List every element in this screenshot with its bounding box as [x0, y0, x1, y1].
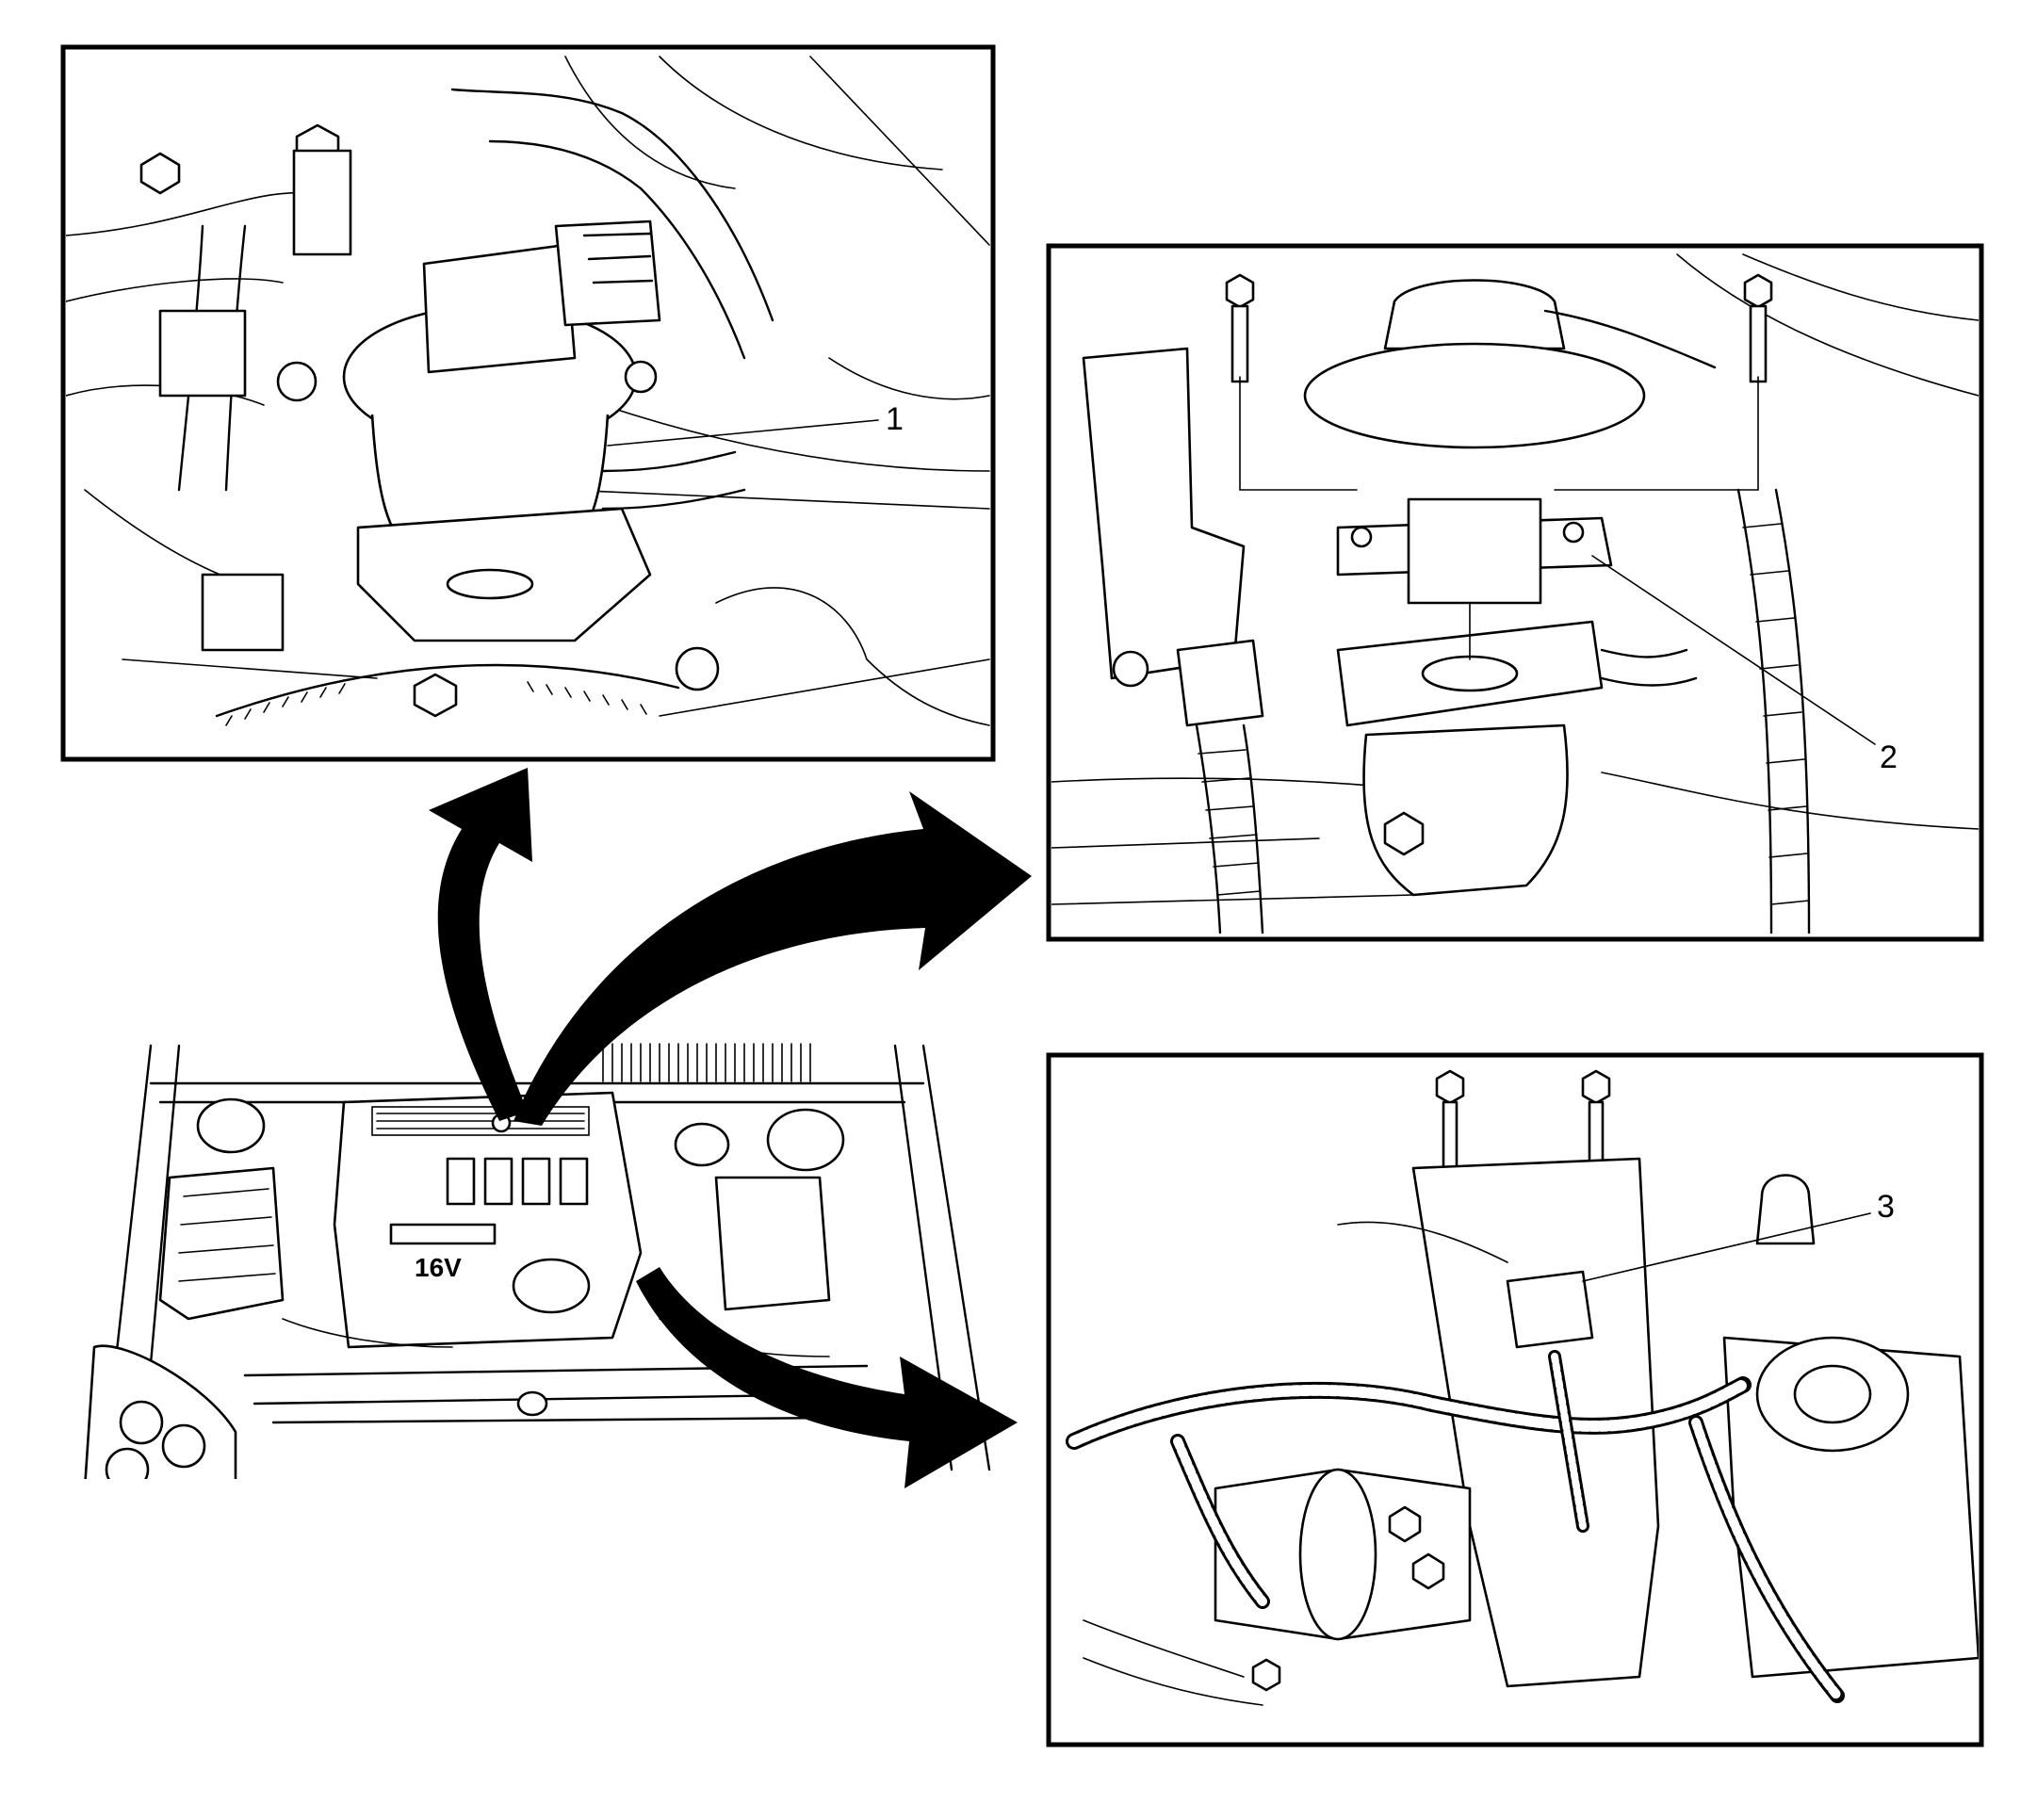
panel-starter-harness: 3 — [1046, 1052, 1984, 1747]
callout-1: 1 — [886, 401, 904, 437]
nut-icon — [1251, 1658, 1281, 1692]
bolt-icon — [1225, 273, 1773, 383]
connector — [1176, 639, 1264, 727]
callout-3: 3 — [1877, 1189, 1895, 1225]
connector — [201, 573, 285, 652]
starter-motor — [1214, 1468, 1472, 1641]
bolt-icon — [1383, 811, 1425, 856]
air-cleaner — [158, 1166, 285, 1321]
arrow-to-panel-1 — [429, 768, 532, 1121]
pointer-arrows — [429, 768, 1032, 1488]
engine-cover: 16V — [333, 1091, 643, 1349]
egr-electrical-connector — [554, 219, 661, 327]
bracket — [158, 309, 247, 398]
arrow-to-panel-2 — [513, 791, 1032, 1126]
wiring-harness — [1066, 1350, 1845, 1703]
callout-3-leader — [1582, 1212, 1871, 1282]
callout-1-leader — [607, 419, 879, 447]
alternator — [1722, 1174, 1979, 1679]
panel-egr-connector: 1 — [60, 44, 996, 762]
battery — [714, 1176, 831, 1311]
egr-valve — [276, 219, 661, 642]
arrow-to-panel-3 — [636, 1267, 1018, 1488]
bracket — [1082, 347, 1246, 680]
engine-bay-overview: 16V — [84, 1043, 991, 1479]
callout-2-leader — [1591, 555, 1876, 745]
callout-2: 2 — [1880, 739, 1898, 775]
panel-egr-mounting: 2 — [1046, 243, 1984, 942]
stud — [292, 149, 352, 256]
engine-badge: 16V — [415, 1253, 462, 1282]
connector — [1506, 1270, 1594, 1349]
egr-valve — [1303, 279, 1717, 605]
egr-gasket — [1336, 602, 1604, 727]
